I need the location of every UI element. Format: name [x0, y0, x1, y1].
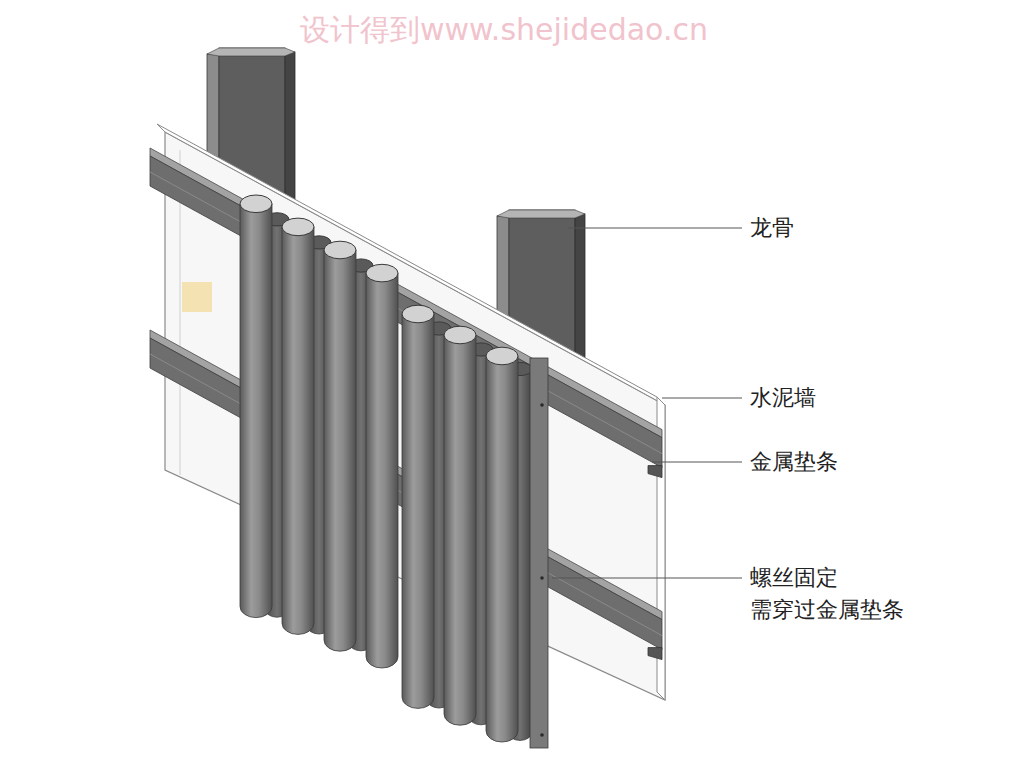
tube-body	[486, 356, 518, 742]
panel-tube	[402, 305, 434, 708]
tube-body	[402, 314, 434, 708]
screw-dot	[540, 733, 544, 737]
part-label: 龙骨	[750, 212, 794, 244]
strip-end-bracket	[648, 648, 662, 660]
tube-profile	[282, 218, 314, 236]
panel-tube	[366, 264, 398, 668]
leader-line	[552, 578, 742, 579]
tube-profile	[486, 347, 518, 365]
panel-tube	[240, 195, 272, 618]
tube-body	[444, 335, 476, 725]
tube-body	[240, 204, 272, 618]
tube-body	[366, 273, 398, 668]
part-label: 金属垫条	[750, 446, 838, 478]
panel-tube	[486, 347, 518, 742]
panel-flange	[530, 358, 548, 748]
leader-line	[652, 462, 742, 463]
panel-tube	[324, 241, 356, 651]
stud-top	[497, 210, 585, 218]
panel-tube	[282, 218, 314, 634]
tube-profile	[402, 305, 434, 323]
watermark: 设计得到www.shejidedao.cn	[300, 12, 708, 48]
leader-line	[568, 228, 742, 229]
tube-body	[282, 227, 314, 635]
screw-dot	[540, 403, 544, 407]
tube-body	[324, 250, 356, 651]
leader-line	[662, 398, 742, 399]
tube-profile	[324, 241, 356, 259]
note-label: 螺丝固定 需穿过金属垫条	[750, 562, 915, 626]
screw-dot	[540, 576, 544, 580]
tube-profile	[366, 264, 398, 282]
tube-profile	[240, 195, 272, 213]
insulation-patch	[182, 282, 212, 312]
panel-tube	[444, 326, 476, 725]
tube-profile	[444, 326, 476, 344]
part-label: 水泥墙	[750, 382, 816, 414]
strip-end-bracket	[648, 466, 662, 478]
stud-top	[207, 48, 295, 56]
